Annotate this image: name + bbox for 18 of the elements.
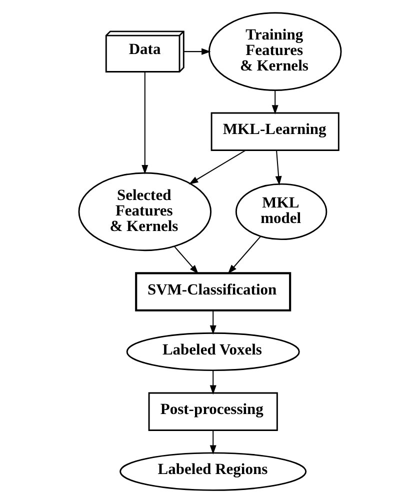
arrow bbox=[174, 246, 198, 274]
node-box: SVM-Classification bbox=[134, 272, 291, 312]
arrow bbox=[209, 430, 216, 455]
node-ellipse: MKL model bbox=[234, 183, 327, 240]
arrow bbox=[188, 150, 246, 184]
node-ellipse: Labeled Voxels bbox=[126, 332, 300, 372]
arrow bbox=[274, 150, 282, 186]
node-box: Post-processing bbox=[148, 392, 278, 431]
node-ellipse: Training Features & Kernels bbox=[208, 12, 342, 91]
node-ellipse: Labeled Regions bbox=[119, 452, 306, 491]
arrow bbox=[141, 72, 148, 174]
arrow bbox=[271, 90, 278, 114]
arrow bbox=[209, 310, 216, 335]
arrow bbox=[184, 48, 210, 55]
arrow bbox=[209, 370, 216, 395]
arrow bbox=[227, 236, 260, 274]
node-box: MKL-Learning bbox=[210, 112, 339, 151]
node-ellipse: Selected Features & Kernels bbox=[78, 172, 212, 252]
